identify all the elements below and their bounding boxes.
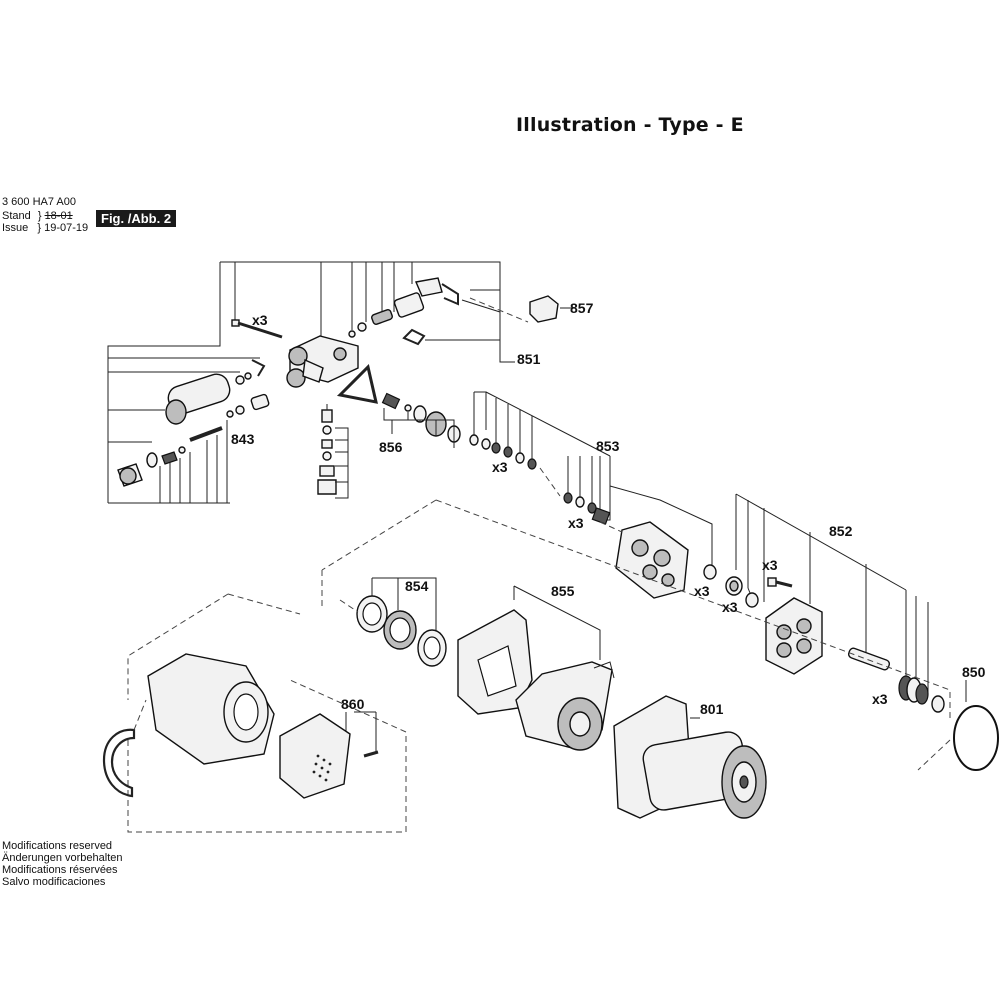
- part-854-washers: [339, 577, 447, 667]
- qty-853-c: x3: [694, 583, 710, 599]
- footer-line: Modifications réservées: [2, 864, 118, 876]
- part-853-group: [469, 391, 717, 599]
- footer-line: Modifications reserved: [2, 840, 113, 852]
- cylinder-head: [765, 597, 823, 675]
- part-857-cap: [469, 295, 575, 323]
- part-860-housing: [102, 653, 379, 799]
- stand-row: Stand } 18-01: [2, 210, 73, 222]
- part-801-motor: [613, 695, 767, 819]
- part-855-assembly: [457, 585, 615, 751]
- doc-number: 3 600 HA7 A00: [2, 196, 77, 208]
- valve-body-parts: [117, 277, 459, 499]
- stand-value: 18-01: [44, 210, 73, 222]
- page-title: Illustration - Type - E: [516, 114, 744, 136]
- issue-value: 19-07-19: [44, 222, 89, 234]
- label-851: 851: [517, 351, 541, 367]
- qty-852-c: x3: [872, 691, 888, 707]
- part-856-group: [381, 392, 461, 448]
- qty-852-b: x3: [722, 599, 738, 615]
- figure-badge: Fig. /Abb. 2: [96, 210, 177, 227]
- label-855: 855: [551, 583, 575, 599]
- part-number-labels: 857 851 843 856 853 852 854 855 850 860 …: [231, 300, 986, 717]
- bracket-851: [107, 261, 515, 504]
- issue-label: Issue: [2, 222, 29, 234]
- label-852: 852: [829, 523, 853, 539]
- label-854: 854: [405, 578, 429, 594]
- label-843: 843: [231, 431, 255, 447]
- assembly-outlines: [127, 499, 951, 833]
- screw-head: [231, 319, 240, 327]
- qty-852-a: x3: [762, 557, 778, 573]
- qty-853-b: x3: [568, 515, 584, 531]
- label-857: 857: [570, 300, 594, 316]
- quantity-labels: x3 x3 x3 x3 x3 x3 x3: [252, 312, 888, 707]
- qty-screw-top: x3: [252, 312, 268, 328]
- motor-cover: [279, 713, 351, 799]
- modifications-notice: Modifications reserved Änderungen vorbeh…: [2, 840, 122, 888]
- footer-line: Änderungen vorbehalten: [2, 852, 123, 864]
- piston-rod: [847, 647, 891, 671]
- manifold-plate: [615, 521, 689, 599]
- label-860: 860: [341, 696, 365, 712]
- label-801: 801: [700, 701, 724, 717]
- issue-row: Issue } 19-07-19: [2, 222, 89, 234]
- part-852-group: [725, 493, 945, 713]
- part-850-oring: [953, 680, 999, 771]
- stand-label: Stand: [2, 210, 31, 222]
- qty-853-a: x3: [492, 459, 508, 475]
- label-856: 856: [379, 439, 403, 455]
- footer-line: Salvo modificaciones: [2, 876, 106, 888]
- label-853: 853: [596, 438, 620, 454]
- label-850: 850: [962, 664, 986, 680]
